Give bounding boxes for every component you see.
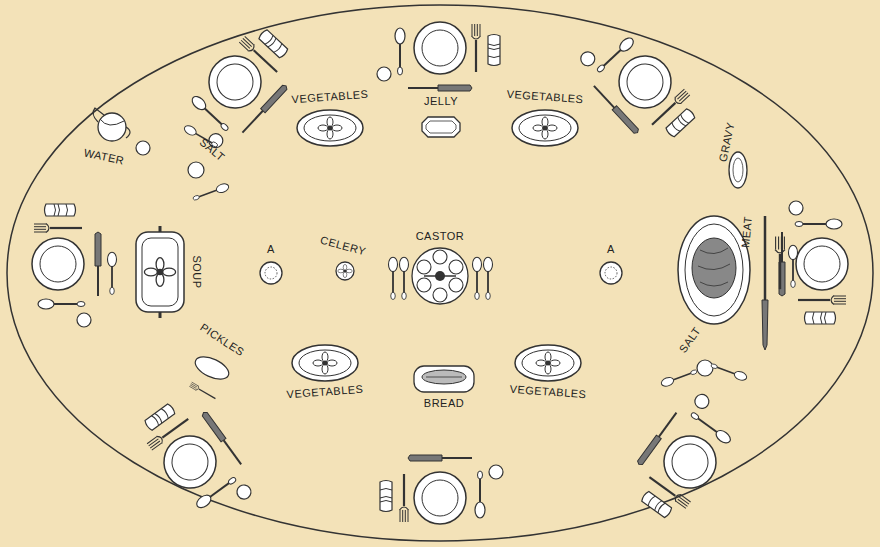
dish-label: JELLY — [424, 96, 458, 107]
dish-label: SOUP — [191, 255, 202, 288]
dish-label: A — [607, 244, 615, 255]
dish-label: A — [267, 244, 275, 255]
dish-label: CASTOR — [416, 231, 465, 242]
dish-label: BREAD — [424, 398, 464, 409]
